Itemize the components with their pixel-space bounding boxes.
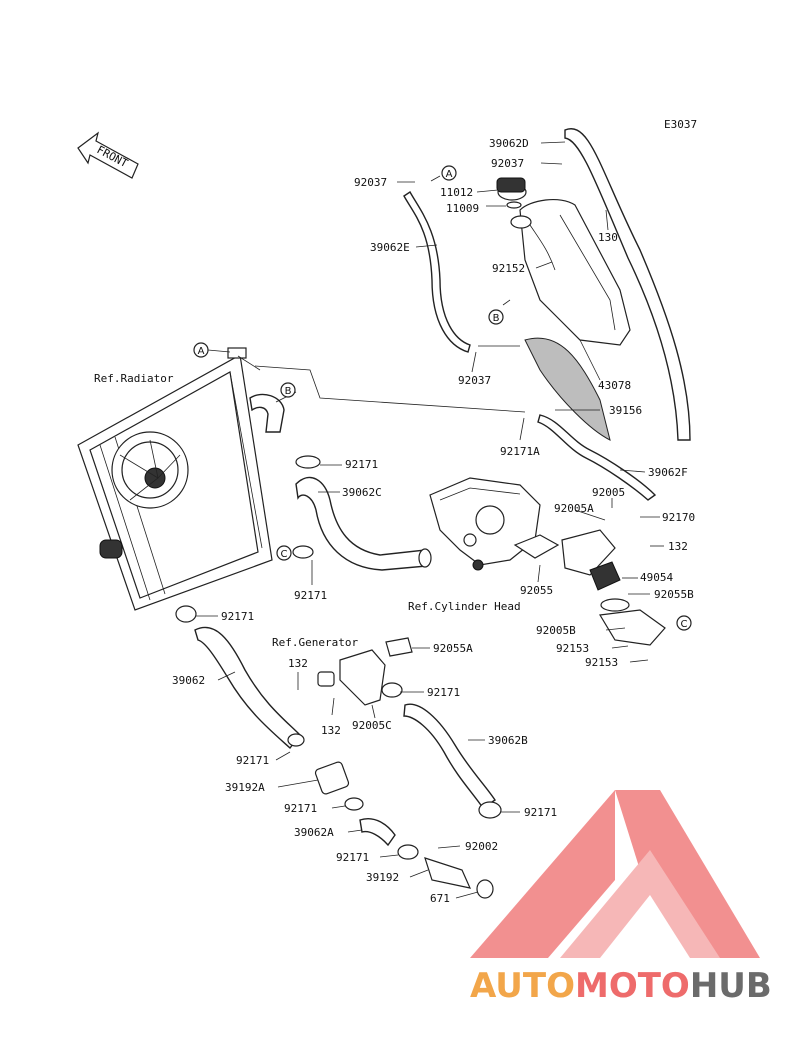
- svg-text:C: C: [681, 619, 688, 630]
- svg-text:A: A: [446, 169, 453, 180]
- diagram-code: E3037: [664, 118, 697, 131]
- label-92037-bottom: 92037: [458, 374, 491, 387]
- label-92152: 92152: [492, 262, 525, 275]
- label-39062D: 39062D: [489, 137, 529, 150]
- label-92037-left: 92037: [354, 176, 387, 189]
- label-671: 671: [430, 892, 450, 905]
- watermark-logo: [470, 790, 760, 958]
- label-92005A: 92005A: [554, 502, 594, 515]
- watermark-text: AUTOMOTOHUB: [470, 966, 772, 1006]
- label-92171-5: 92171: [524, 806, 557, 819]
- label-92171-2: 92171: [221, 610, 254, 623]
- connector-b-top: B: [488, 309, 504, 325]
- o-ring-671: [476, 879, 494, 899]
- connector-b-left: B: [280, 382, 296, 398]
- svg-text:B: B: [493, 313, 500, 324]
- connector-c-left: C: [276, 545, 292, 561]
- ref-radiator: Ref.Radiator: [94, 372, 174, 385]
- label-92153-2: 92153: [585, 656, 618, 669]
- clamps: [175, 455, 502, 860]
- label-92005C: 92005C: [352, 719, 392, 732]
- label-11012: 11012: [440, 186, 473, 199]
- label-92171-6: 92171: [284, 802, 317, 815]
- label-39062E: 39062E: [370, 241, 410, 254]
- label-92171A: 92171A: [500, 445, 540, 458]
- label-92171-3: 92171: [427, 686, 460, 699]
- label-92171-7: 92171: [336, 851, 369, 864]
- label-92005B: 92005B: [536, 624, 576, 637]
- label-43078: 43078: [598, 379, 631, 392]
- leader-lines: [196, 141, 664, 899]
- gasket-92055: [513, 534, 560, 559]
- label-39192: 39192: [366, 871, 399, 884]
- label-39062A: 39062A: [294, 826, 334, 839]
- pipe-39192: [424, 857, 472, 889]
- label-39062: 39062: [172, 674, 205, 687]
- label-92055: 92055: [520, 584, 553, 597]
- label-92037-top: 92037: [491, 157, 524, 170]
- label-92005: 92005: [592, 486, 625, 499]
- label-92153-1: 92153: [556, 642, 589, 655]
- label-39062B: 39062B: [488, 734, 528, 747]
- watermark-hub: HUB: [690, 966, 772, 1006]
- hose-39062d: [564, 128, 691, 441]
- label-92055A: 92055A: [433, 642, 473, 655]
- svg-text:C: C: [281, 549, 288, 560]
- connector-c-right: C: [676, 615, 692, 631]
- label-92002: 92002: [465, 840, 498, 853]
- label-39062F: 39062F: [648, 466, 688, 479]
- hose-39062f: [537, 414, 657, 501]
- cylinder-head-drawing: [429, 477, 541, 571]
- label-132-right: 132: [668, 540, 688, 553]
- label-39156: 39156: [609, 404, 642, 417]
- label-92170: 92170: [662, 511, 695, 524]
- label-92171-1: 92171: [345, 458, 378, 471]
- label-92055B: 92055B: [654, 588, 694, 601]
- label-132-gen1: 132: [288, 657, 308, 670]
- reserve-tank-drawing: [496, 177, 631, 346]
- svg-text:AUTOMOTOHUB: AUTOMOTOHUB: [470, 966, 772, 1006]
- hose-39062c: [295, 476, 428, 571]
- watermark-auto: AUTO: [470, 966, 575, 1006]
- label-39062C: 39062C: [342, 486, 382, 499]
- reserve-tank-bracket: [524, 337, 611, 441]
- ref-generator: Ref.Generator: [272, 636, 358, 649]
- svg-text:B: B: [285, 386, 292, 397]
- hose-39062b: [403, 703, 496, 809]
- radiator-upper-hose: [249, 393, 285, 433]
- connector-a-left: A: [193, 342, 209, 358]
- connector-a-top: A: [441, 165, 457, 181]
- pipe-39192a: [314, 761, 350, 795]
- water-pump-fitting-drawing: [317, 637, 413, 706]
- ref-cylinder-head: Ref.Cylinder Head: [408, 600, 521, 613]
- label-11009: 11009: [446, 202, 479, 215]
- thermostat-housing-drawing: [561, 529, 666, 646]
- label-39192A: 39192A: [225, 781, 265, 794]
- label-92171-c: 92171: [294, 589, 327, 602]
- label-49054: 49054: [640, 571, 673, 584]
- front-arrow-icon: FRONT: [77, 131, 139, 179]
- label-92171-4: 92171: [236, 754, 269, 767]
- label-132-gen2: 132: [321, 724, 341, 737]
- hose-39062e: [403, 190, 471, 353]
- hose-39062a: [359, 818, 396, 847]
- watermark-moto: MOTO: [575, 966, 690, 1006]
- radiator-drawing: [77, 347, 273, 611]
- svg-text:A: A: [198, 346, 205, 357]
- label-130: 130: [598, 231, 618, 244]
